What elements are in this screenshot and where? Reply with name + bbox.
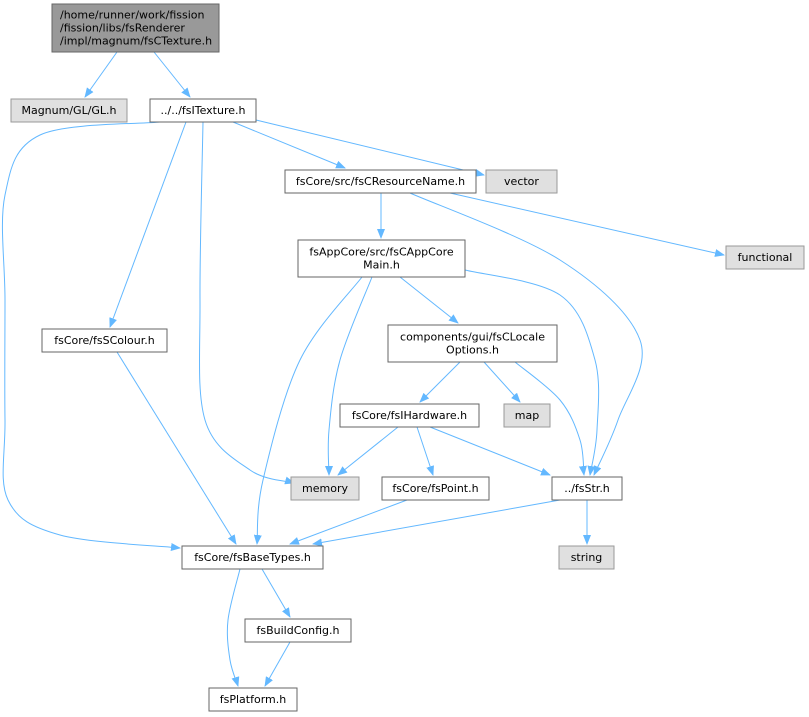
node-root: /home/runner/work/fission/fission/libs/f…	[51, 3, 220, 53]
node-label-line: ../fsStr.h	[564, 482, 610, 495]
node-label-line: fsCore/fsBaseTypes.h	[194, 551, 311, 564]
node-label-line: components/gui/fsCLocale	[400, 331, 545, 344]
edge-fsitexture-to-scolour	[109, 121, 187, 328]
edge-resource_name-to-functional	[449, 192, 725, 257]
node-functional: functional	[725, 245, 805, 270]
edge-fsstr-to-basetypes	[312, 499, 561, 547]
node-label-line: fsCore/fsIHardware.h	[352, 409, 467, 422]
node-box	[181, 545, 324, 570]
node-basetypes[interactable]: fsCore/fsBaseTypes.h	[181, 545, 324, 570]
edge-root-to-magnum_gl	[84, 51, 118, 98]
node-box	[208, 687, 298, 712]
node-fsitexture[interactable]: ../../fsITexture.h	[149, 98, 257, 123]
node-box	[51, 3, 220, 53]
nodes-layer: /home/runner/work/fission/fission/libs/f…	[10, 3, 805, 712]
node-box	[339, 403, 480, 428]
node-box	[297, 239, 466, 278]
node-box	[725, 245, 805, 270]
node-label-line: Options.h	[446, 344, 499, 357]
node-box	[503, 403, 551, 428]
edge-fsitexture-to-vector	[255, 119, 485, 177]
node-box	[290, 476, 360, 501]
node-label-line: map	[515, 409, 539, 422]
node-label-line: fsCore/src/fsCResourceName.h	[296, 175, 465, 188]
edge-locale_options-to-fsstr	[514, 361, 587, 476]
edge-resource_name-to-fsstr	[409, 192, 643, 476]
node-resource_name[interactable]: fsCore/src/fsCResourceName.h	[284, 169, 477, 194]
node-box	[244, 618, 352, 643]
edge-appcore_main-to-locale_options	[399, 276, 459, 324]
node-box	[41, 328, 168, 353]
node-box	[381, 476, 490, 501]
edge-appcore_main-to-memory	[324, 276, 373, 476]
node-label-line: /home/runner/work/fission	[60, 9, 205, 22]
edge-ihardware-to-point	[416, 426, 434, 476]
node-label-line: fsCore/fsSColour.h	[54, 334, 155, 347]
node-label-line: string	[571, 551, 603, 564]
edge-ihardware-to-memory	[337, 426, 399, 476]
node-box	[10, 98, 128, 123]
node-box	[485, 169, 558, 194]
node-map: map	[503, 403, 551, 428]
edge-point-to-basetypes	[289, 499, 408, 545]
edge-buildconfig-to-platform	[264, 641, 291, 687]
edge-scolour-to-basetypes	[116, 351, 237, 545]
node-label-line: functional	[738, 251, 793, 264]
node-label-line: Magnum/GL/GL.h	[21, 104, 116, 117]
edge-locale_options-to-ihardware	[419, 361, 461, 403]
node-label-line: fsCore/fsPoint.h	[392, 482, 478, 495]
node-vector: vector	[485, 169, 558, 194]
edge-appcore_main-to-basetypes	[253, 276, 363, 545]
edge-fsitexture-to-memory	[198, 121, 295, 485]
edges-layer	[1, 51, 725, 687]
node-label-line: fsPlatform.h	[220, 693, 286, 706]
node-label-line: ../../fsITexture.h	[161, 104, 246, 117]
node-fsstr[interactable]: ../fsStr.h	[551, 476, 623, 501]
edge-fsitexture-to-basetypes	[1, 121, 181, 551]
node-label-line: /fission/libs/fsRenderer	[60, 22, 185, 35]
node-platform[interactable]: fsPlatform.h	[208, 687, 298, 712]
node-label-line: Main.h	[363, 259, 400, 272]
node-ihardware[interactable]: fsCore/fsIHardware.h	[339, 403, 480, 428]
node-string: string	[558, 545, 615, 570]
edge-basetypes-to-buildconfig	[261, 568, 291, 618]
node-box	[558, 545, 615, 570]
node-label-line: vector	[504, 175, 539, 188]
edge-appcore_main-to-fsstr	[464, 269, 600, 476]
node-point[interactable]: fsCore/fsPoint.h	[381, 476, 490, 501]
edge-root-to-fsitexture	[153, 51, 191, 98]
node-box	[551, 476, 623, 501]
node-label-line: fsBuildConfig.h	[257, 624, 340, 637]
edge-fsitexture-to-resource_name	[232, 121, 346, 169]
node-label-line: /impl/magnum/fsCTexture.h	[60, 35, 212, 48]
edge-basetypes-to-platform	[226, 568, 241, 687]
edge-ihardware-to-fsstr	[429, 426, 551, 476]
node-magnum_gl: Magnum/GL/GL.h	[10, 98, 128, 123]
node-scolour[interactable]: fsCore/fsSColour.h	[41, 328, 168, 353]
node-box	[284, 169, 477, 194]
node-box	[387, 324, 558, 363]
node-label-line: memory	[302, 482, 348, 495]
node-label-line: fsAppCore/src/fsCAppCore	[309, 246, 453, 259]
edge-locale_options-to-map	[483, 361, 521, 403]
node-box	[149, 98, 257, 123]
node-memory: memory	[290, 476, 360, 501]
node-buildconfig[interactable]: fsBuildConfig.h	[244, 618, 352, 643]
